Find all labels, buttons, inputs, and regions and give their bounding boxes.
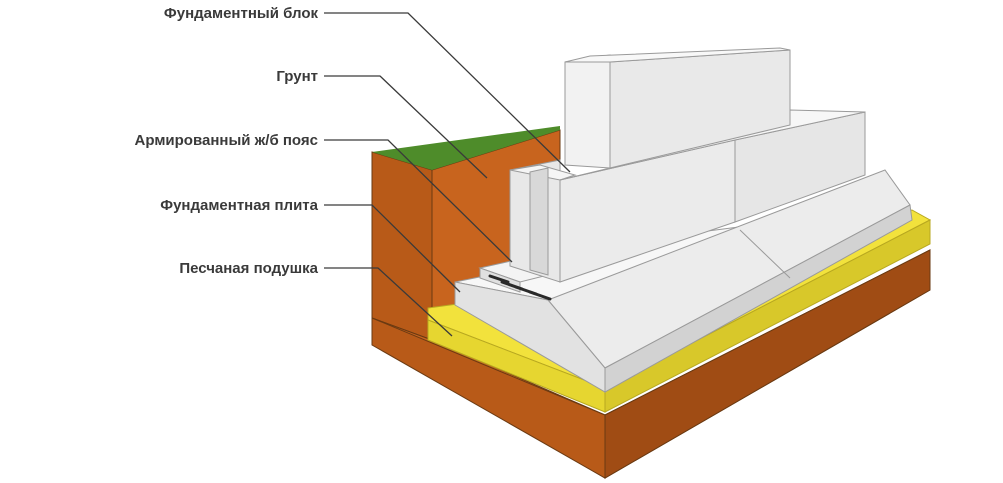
block-lower-groove xyxy=(529,167,549,276)
block-upper-side xyxy=(564,61,611,169)
grass-layer xyxy=(372,126,560,170)
leader-belt xyxy=(324,139,513,263)
label-foundation-slab: Фундаментная плита xyxy=(160,197,318,214)
leader-block xyxy=(324,12,571,173)
block-lower-top xyxy=(559,109,866,181)
slab-right-face xyxy=(604,204,913,393)
label-reinforced-belt: Армированный ж/б пояс xyxy=(135,132,318,149)
label-sand-cushion: Песчаная подушка xyxy=(179,260,318,277)
soil-right-face xyxy=(604,249,931,479)
labels: Фундаментный блок Грунт Армированный ж/б… xyxy=(135,5,319,277)
label-foundation-block: Фундаментный блок xyxy=(164,5,319,22)
sand-right xyxy=(604,219,931,413)
foundation-blocks-lower xyxy=(509,109,866,283)
soil-front-left xyxy=(371,151,433,341)
leader-lines xyxy=(324,12,571,337)
leader-sand xyxy=(324,267,453,337)
foundation-blocks-upper xyxy=(564,47,791,169)
label-soil: Грунт xyxy=(276,68,318,85)
foundation-slab xyxy=(454,169,913,393)
leader-slab xyxy=(324,204,461,293)
leader-soil xyxy=(324,75,488,179)
rebar-rods xyxy=(488,274,552,301)
